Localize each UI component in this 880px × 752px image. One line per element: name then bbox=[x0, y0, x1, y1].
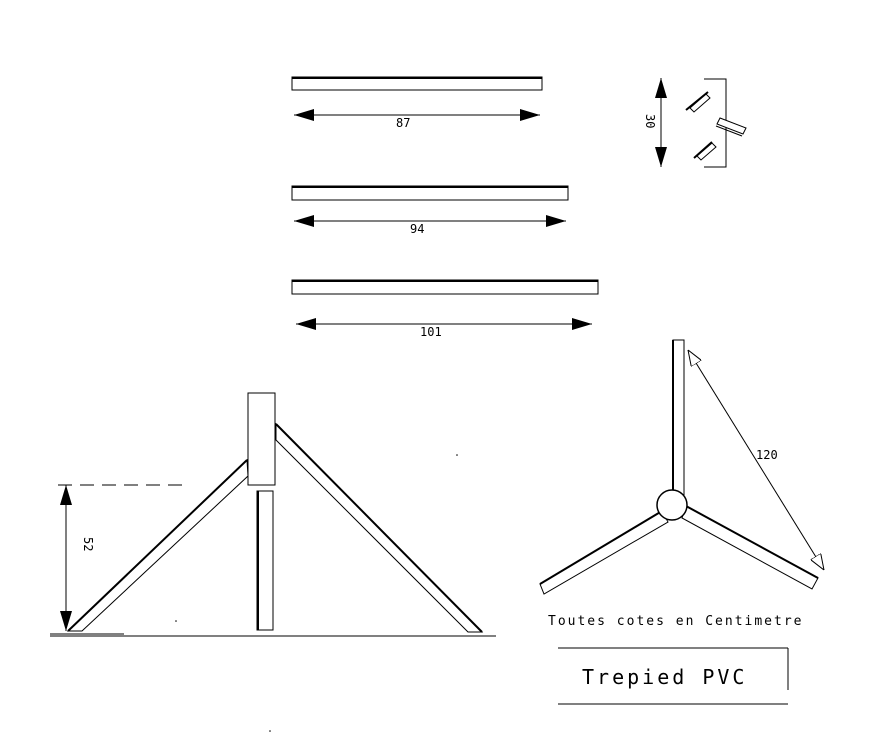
top-view-hub bbox=[656, 489, 688, 521]
dimension-label-101: 101 bbox=[420, 325, 442, 339]
top-view-leg-north bbox=[672, 339, 685, 496]
leg-length-dimension-label: 120 bbox=[756, 448, 778, 462]
pipe-94: 94 bbox=[291, 185, 569, 236]
fitting-detail: 30 bbox=[643, 78, 747, 168]
title-block: Trepied PVC bbox=[558, 647, 789, 705]
hub-block bbox=[247, 392, 276, 486]
tripod-side-view: 52 bbox=[50, 392, 496, 637]
dimension-label-94: 94 bbox=[410, 222, 424, 236]
pipe-101: 101 bbox=[291, 279, 599, 339]
top-view-leg-southwest bbox=[539, 510, 669, 595]
height-dimension-label: 52 bbox=[81, 537, 95, 551]
units-note: Toutes cotes en Centimetre bbox=[548, 614, 804, 629]
drawing-title: Trepied PVC bbox=[582, 665, 747, 689]
fitting-dimension-label: 30 bbox=[643, 114, 657, 128]
dimension-label-87: 87 bbox=[396, 116, 410, 130]
tripod-top-view: 120 bbox=[539, 339, 824, 595]
pipe-87: 87 bbox=[291, 76, 543, 130]
leg-length-dimension-line bbox=[688, 350, 824, 570]
center-post bbox=[256, 490, 274, 631]
top-view-leg-southeast bbox=[681, 505, 819, 590]
